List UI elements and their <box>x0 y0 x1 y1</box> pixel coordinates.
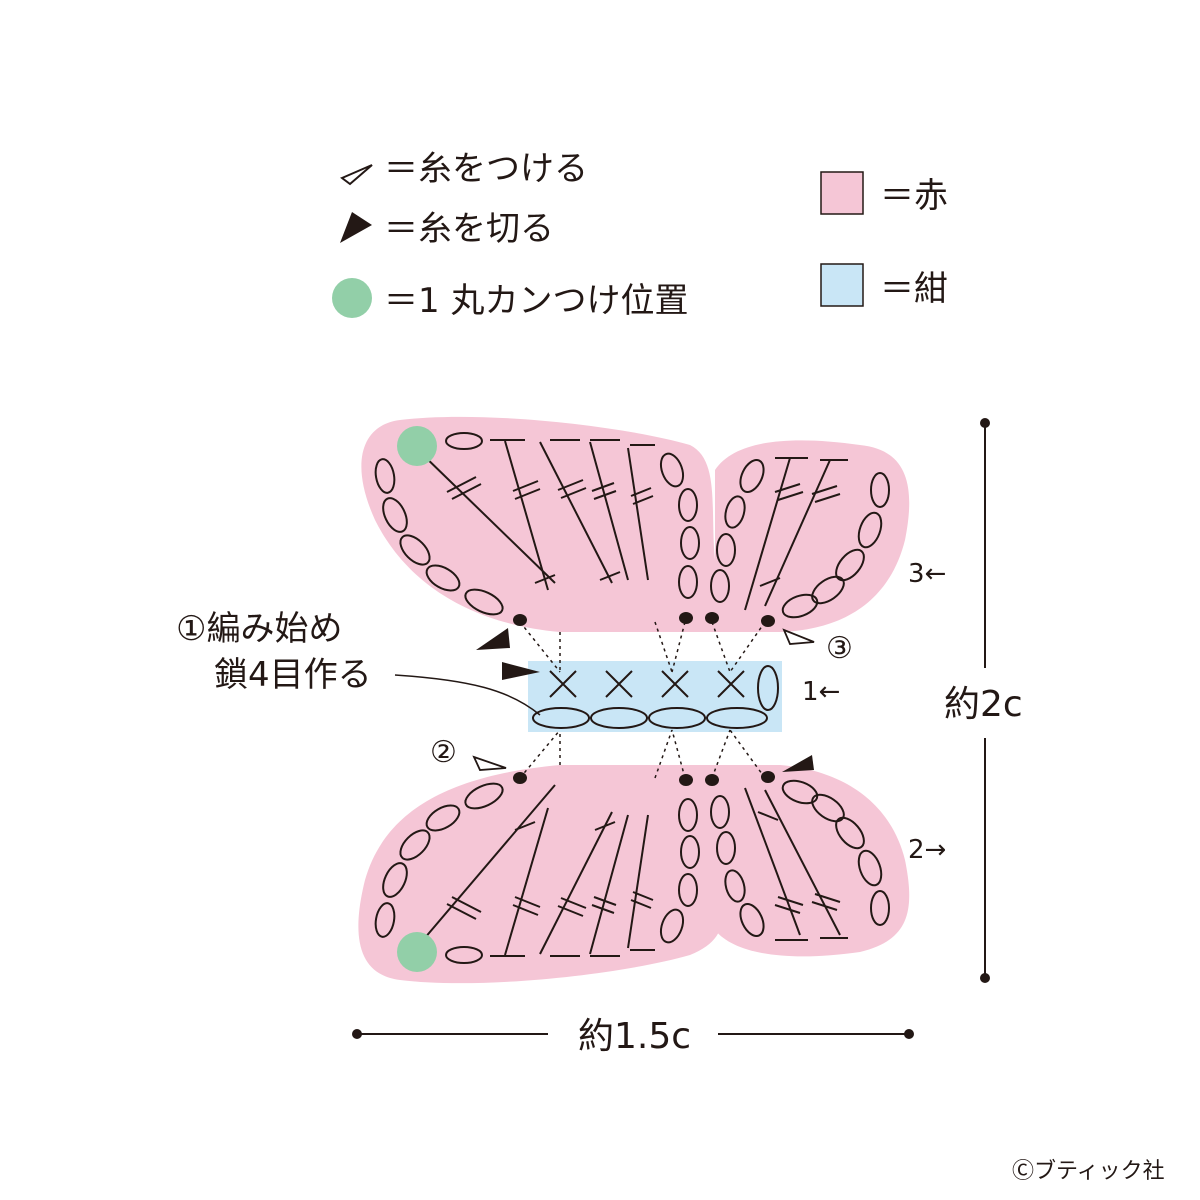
row-2-label: 2→ <box>908 835 946 865</box>
row-2-start-marker: ② <box>430 735 457 770</box>
lower-right-chain <box>710 779 890 937</box>
upper-left-chain <box>374 432 700 616</box>
row-3-label: 3← <box>908 559 946 589</box>
single-crochet-row <box>549 665 779 711</box>
legend-attach-yarn: ＝糸をつける <box>384 149 588 189</box>
attach-yarn-marker-lower-left <box>472 755 507 771</box>
upper-right-stitches <box>744 457 848 611</box>
upper-right-chain <box>710 459 890 619</box>
stitch-symbols <box>374 432 890 964</box>
yarn-markers <box>472 628 815 772</box>
ring-position-upper-icon <box>397 426 437 466</box>
start-leader-line <box>394 674 541 716</box>
width-label: 約1.5c <box>578 1016 691 1057</box>
slip-stitch-dots <box>513 612 775 786</box>
attach-yarn-marker-upper-right <box>782 628 815 645</box>
legend: ＝糸をつける ＝糸を切る ＝1 丸カンつけ位置 ＝赤 ＝紺 <box>332 149 948 321</box>
copyright-label: Ⓒブティック社 <box>1012 1159 1165 1184</box>
legend-ring-position: ＝1 丸カンつけ位置 <box>384 281 688 321</box>
lower-right-wing <box>715 765 910 957</box>
legend-navy: ＝紺 <box>880 269 948 309</box>
start-label-line2: 鎖4目作る <box>214 655 372 695</box>
foundation-chain <box>532 707 768 729</box>
attach-yarn-icon <box>340 164 373 186</box>
navy-swatch <box>820 263 864 307</box>
cut-yarn-marker-lower-right <box>782 755 814 772</box>
lower-left-chain <box>374 782 700 964</box>
cut-yarn-icon <box>340 212 372 243</box>
legend-red: ＝赤 <box>880 176 948 216</box>
row-3-start-marker: ③ <box>826 631 853 666</box>
body-band <box>528 661 782 732</box>
upper-left-stitches <box>417 439 655 591</box>
start-label-line1: ①編み始め <box>176 609 342 649</box>
row-1-label: 1← <box>802 677 840 707</box>
wing-shapes <box>358 416 910 984</box>
cut-yarn-marker-body <box>502 662 540 680</box>
lower-right-stitches <box>744 787 848 941</box>
ring-position-icon <box>332 278 372 318</box>
cut-yarn-marker-upper-left <box>476 628 510 650</box>
legend-cut-yarn: ＝糸を切る <box>384 209 554 249</box>
height-dimension: 約2c <box>944 418 1023 983</box>
diagram-labels: ①編み始め 鎖4目作る 1← 2→ 3← ③ ② <box>176 559 946 865</box>
connector-lines <box>519 621 766 779</box>
width-dimension: 約1.5c <box>352 1016 914 1057</box>
red-swatch <box>820 171 864 215</box>
height-label: 約2c <box>944 684 1023 725</box>
ring-position-lower-icon <box>397 932 437 972</box>
lower-left-wing <box>358 765 724 984</box>
lower-left-stitches <box>417 784 655 957</box>
